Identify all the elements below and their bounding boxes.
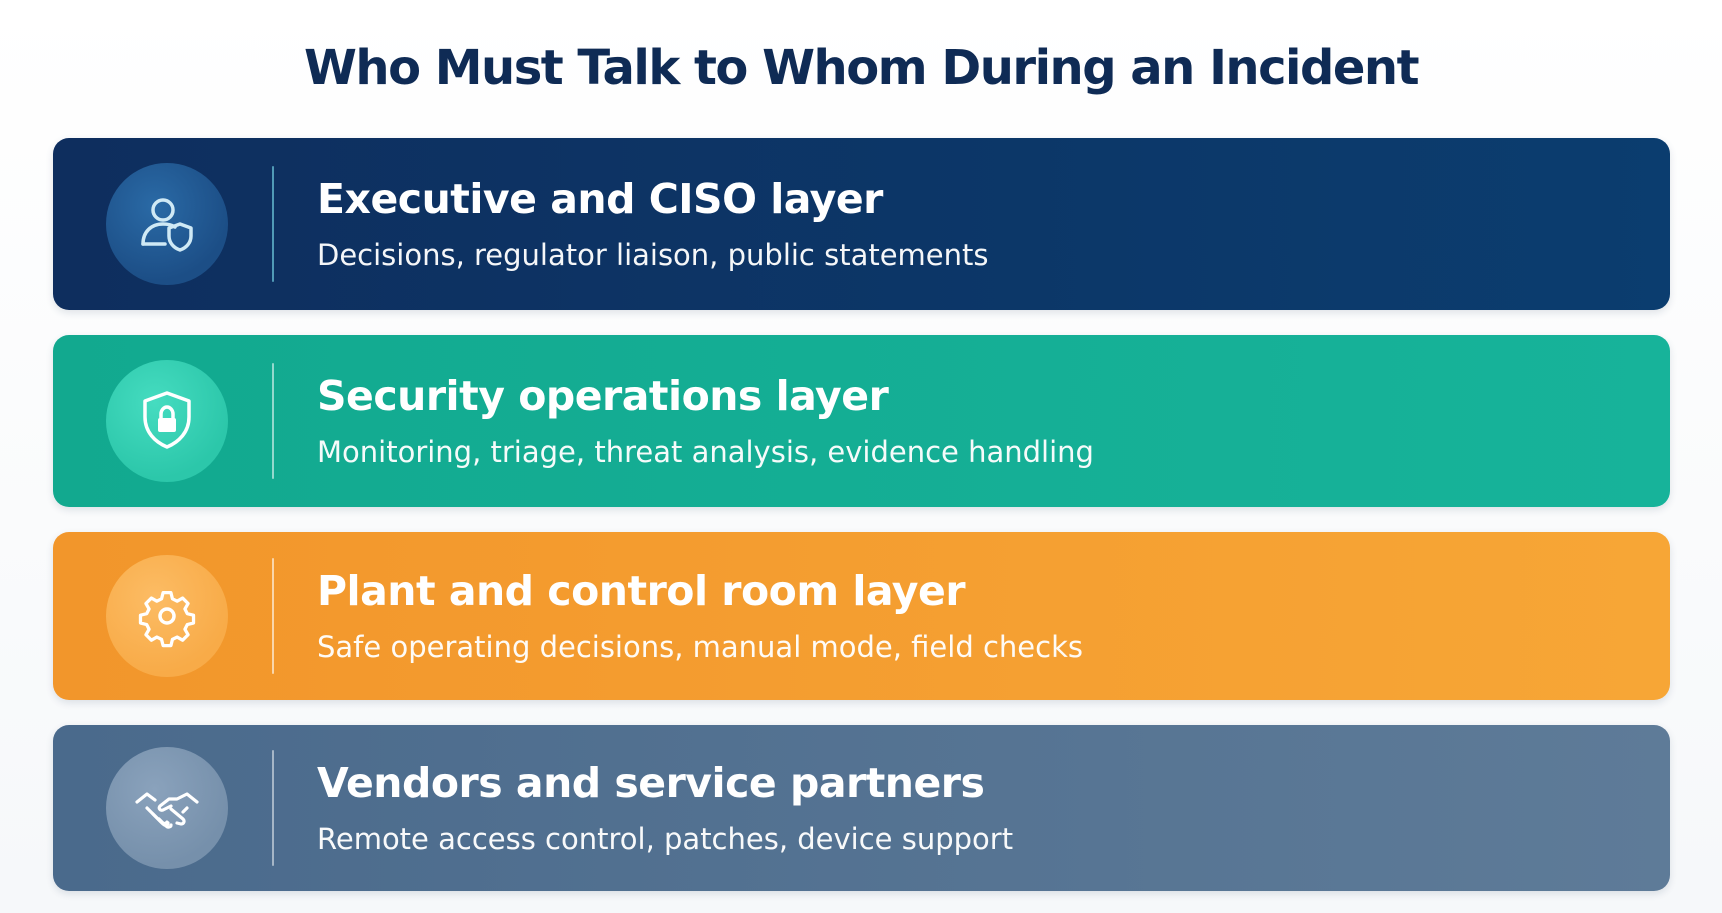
divider xyxy=(272,558,274,674)
layer-subtitle: Decisions, regulator liaison, public sta… xyxy=(317,238,989,272)
icon-badge xyxy=(106,747,228,869)
layer-title: Vendors and service partners xyxy=(317,759,985,807)
icon-badge xyxy=(106,163,228,285)
gear-icon xyxy=(138,590,196,648)
layer-vendors-partners: Vendors and service partners Remote acce… xyxy=(53,725,1670,891)
icon-badge xyxy=(106,555,228,677)
layer-title: Executive and CISO layer xyxy=(317,175,883,223)
page-title: Who Must Talk to Whom During an Incident xyxy=(303,40,1420,96)
layer-text: Security operations layer Monitoring, tr… xyxy=(317,368,1617,474)
handshake-icon xyxy=(135,792,199,829)
divider xyxy=(272,166,274,282)
icon-badge xyxy=(106,360,228,482)
layer-executive-ciso: Executive and CISO layer Decisions, regu… xyxy=(53,138,1670,310)
layer-title: Security operations layer xyxy=(317,372,889,420)
layer-subtitle: Safe operating decisions, manual mode, f… xyxy=(317,630,1083,664)
layer-security-operations: Security operations layer Monitoring, tr… xyxy=(53,335,1670,507)
layer-text: Vendors and service partners Remote acce… xyxy=(317,755,1617,861)
layer-stack: Executive and CISO layer Decisions, regu… xyxy=(53,138,1670,891)
shield-lock-icon xyxy=(143,391,191,449)
layer-text: Plant and control room layer Safe operat… xyxy=(317,563,1617,669)
layer-text: Executive and CISO layer Decisions, regu… xyxy=(317,171,1617,277)
layer-plant-control-room: Plant and control room layer Safe operat… xyxy=(53,532,1670,700)
layer-subtitle: Remote access control, patches, device s… xyxy=(317,822,1014,856)
layer-title: Plant and control room layer xyxy=(317,567,966,615)
divider xyxy=(272,363,274,479)
layer-subtitle: Monitoring, triage, threat analysis, evi… xyxy=(317,435,1094,469)
divider xyxy=(272,750,274,866)
user-shield-icon xyxy=(141,198,193,252)
